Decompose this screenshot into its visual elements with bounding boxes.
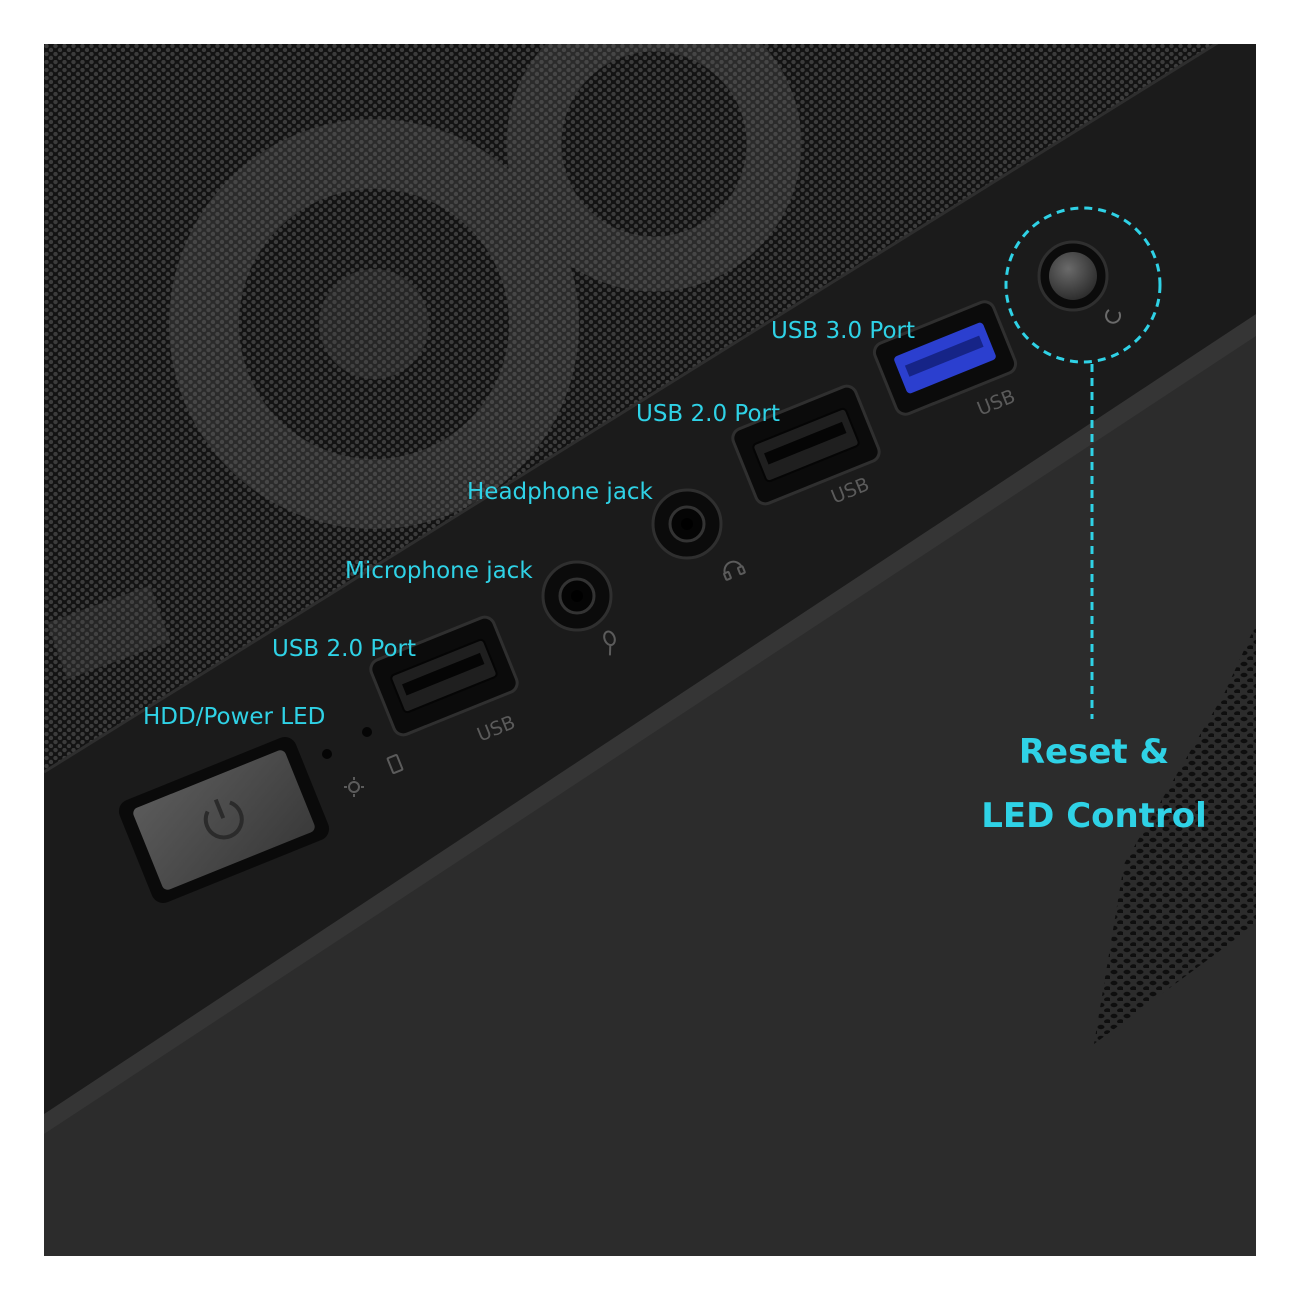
label-hdd-power-led: HDD/Power LED [143,704,326,730]
side-vent-holes [1094,624,1256,1044]
microphone-icon [603,630,616,656]
label-microphone-jack: Microphone jack [345,558,533,584]
side-panel-bevel [44,314,1256,1134]
power-icon [203,798,244,840]
callout-title-line1: Reset & [1018,732,1170,772]
sun-led-icon [344,777,364,797]
power-led [322,749,332,759]
label-headphone-jack: Headphone jack [467,479,653,505]
side-panel [44,314,1256,1256]
case-illustration [44,44,1256,1256]
callout-circle [1004,206,1162,364]
reset-button[interactable] [1037,240,1109,312]
microphone-jack[interactable] [541,560,613,632]
label-usb20-port-bottom: USB 2.0 Port [272,636,417,662]
callout-title-line2: LED Control [981,796,1207,836]
reset-icon [1105,309,1122,324]
headphone-jack[interactable] [651,488,723,560]
power-button[interactable] [115,733,332,906]
front-io-panel [44,44,1256,1114]
label-usb20-port-top: USB 2.0 Port [636,401,781,427]
label-usb30-port: USB 3.0 Port [771,318,916,344]
drive-icon [386,754,404,774]
fan-silhouettes [46,44,802,680]
usb30-port[interactable] [871,299,1018,417]
pc-case-front-io-photo: USB USB USB USB 3.0 Port USB 2.0 Port He… [44,44,1256,1256]
usb20-port-bottom[interactable] [368,614,520,738]
headphone-icon [723,560,746,581]
hdd-led [362,727,372,737]
usb20-port-top[interactable] [730,383,882,507]
